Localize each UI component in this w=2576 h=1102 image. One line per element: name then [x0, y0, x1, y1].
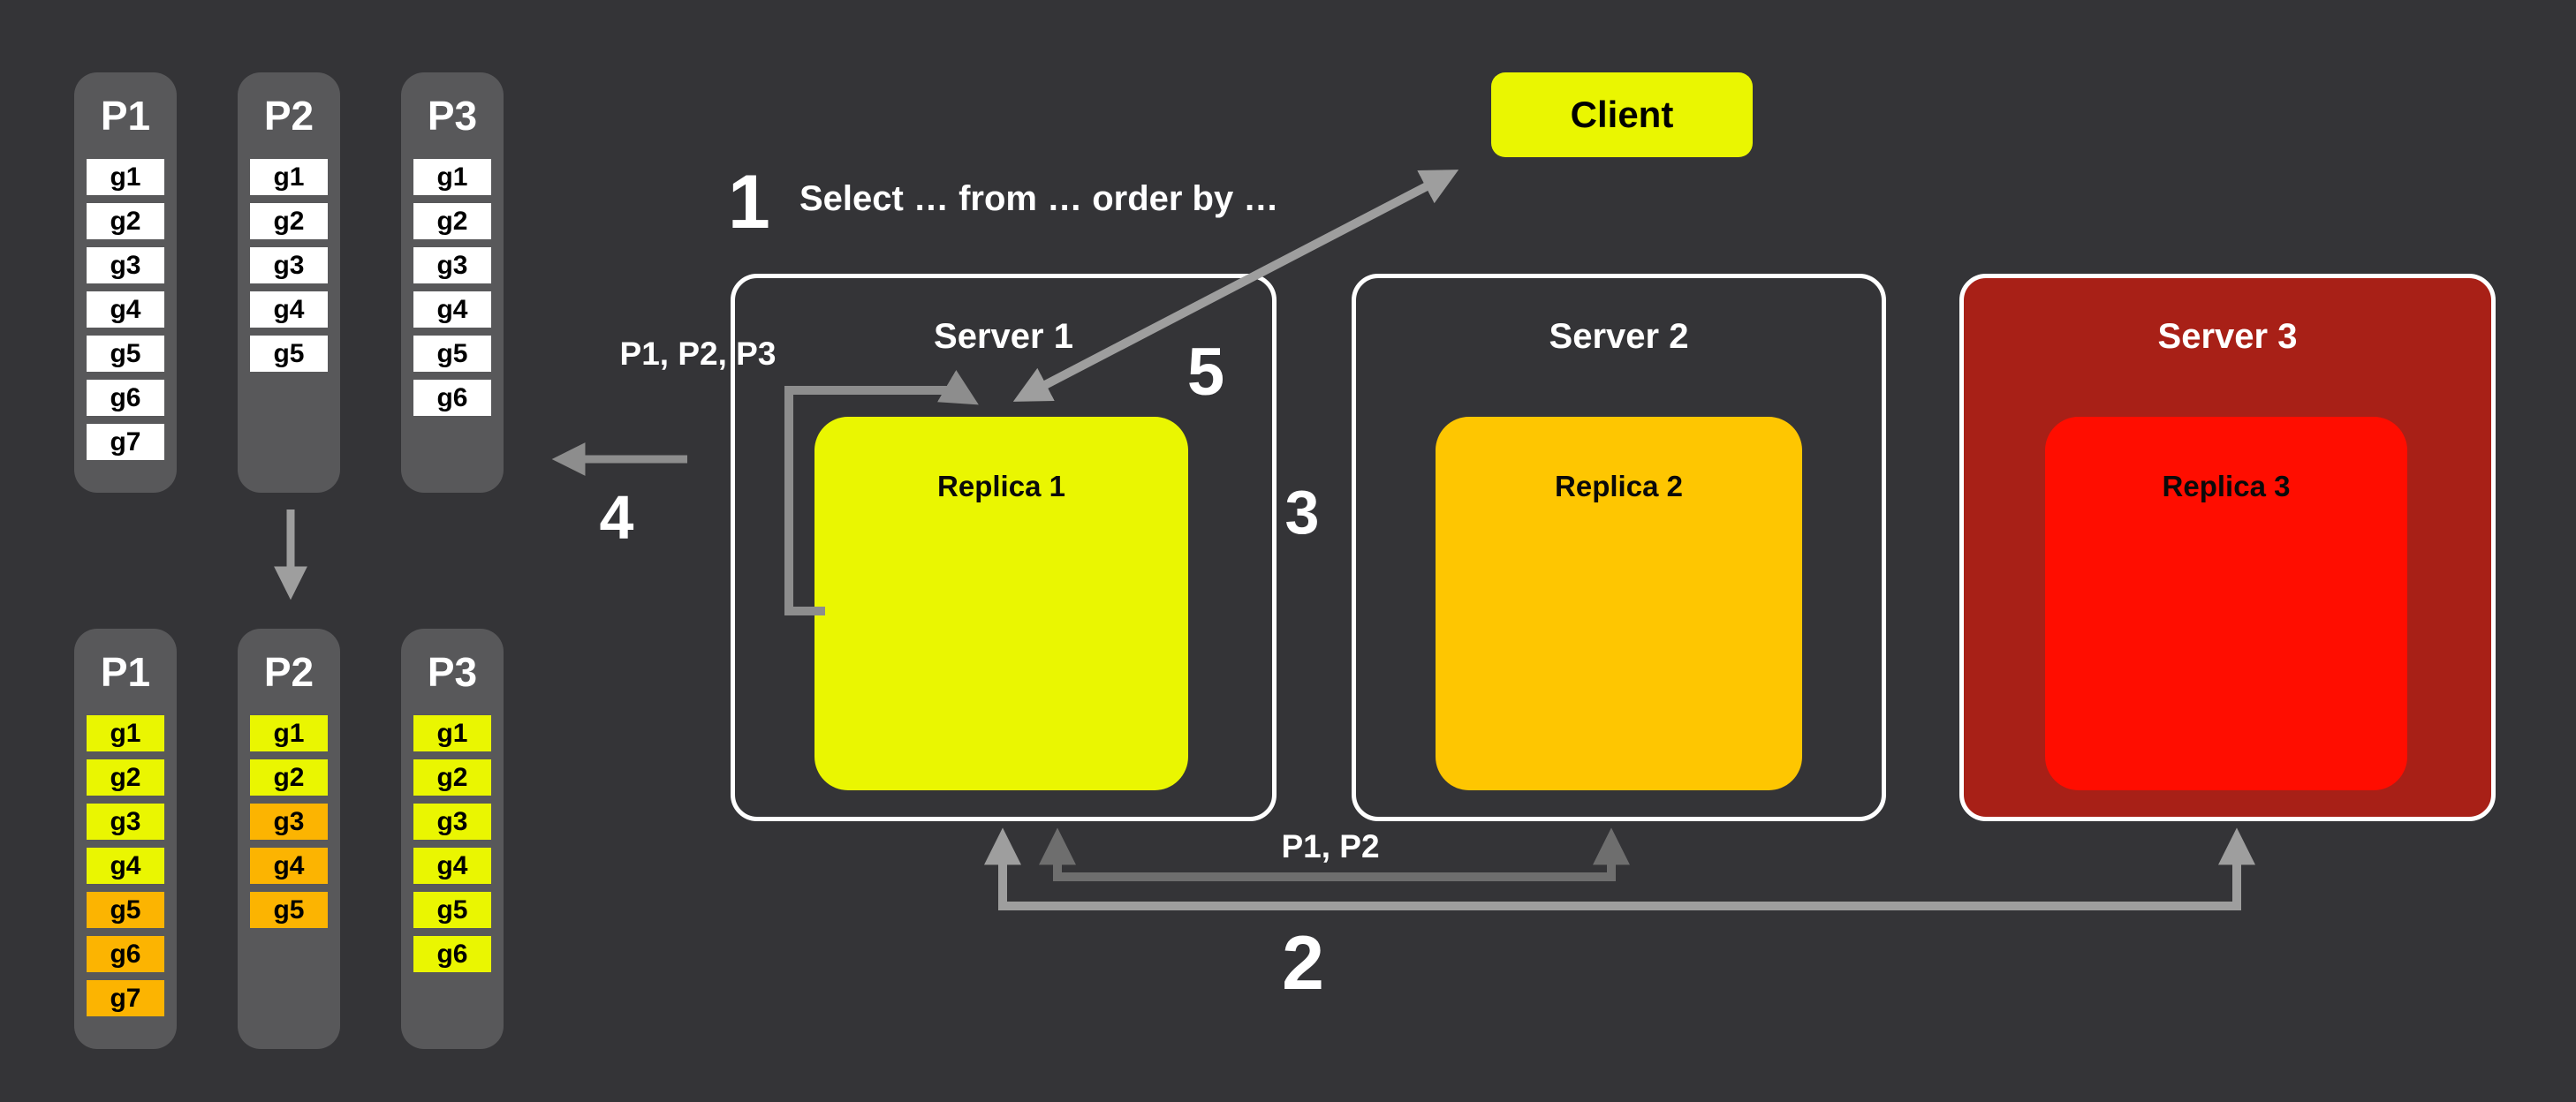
step-1-number: 1: [728, 160, 770, 245]
gene-cell: g2: [250, 203, 328, 239]
gene-cell: g1: [87, 159, 164, 195]
gene-cell: g1: [413, 715, 491, 751]
replica-3-box: Replica 3: [2045, 417, 2407, 790]
replica-1-label: Replica 1: [937, 470, 1065, 502]
cell-list: g1 g2 g3 g4 g5 g6: [413, 159, 491, 416]
client-node: Client: [1491, 72, 1753, 157]
replica-2-label: Replica 2: [1555, 470, 1683, 502]
gene-cell: g3: [413, 804, 491, 840]
gene-cell: g5: [87, 336, 164, 372]
gene-cell: g2: [87, 203, 164, 239]
gene-cell: g1: [250, 159, 328, 195]
step-4-number: 4: [599, 483, 634, 552]
replica-3-label: Replica 3: [2162, 470, 2291, 502]
gene-cell: g6: [413, 936, 491, 972]
gene-cell: g1: [250, 715, 328, 751]
gene-cell: g1: [87, 715, 164, 751]
partition-header: P3: [427, 649, 478, 695]
gene-cell: g3: [413, 247, 491, 283]
gene-cell: g7: [87, 980, 164, 1016]
replica-1-box: Replica 1: [814, 417, 1188, 790]
partition-column-top-p2: P2 g1 g2 g3 g4 g5: [238, 72, 340, 493]
partition-header: P1: [100, 649, 151, 695]
partition-column-top-p3: P3 g1 g2 g3 g4 g5 g6: [401, 72, 504, 493]
cell-list: g1 g2 g3 g4 g5 g6: [413, 715, 491, 972]
gene-cell: g5: [250, 892, 328, 928]
gene-cell: g1: [413, 159, 491, 195]
gene-cell: g5: [87, 892, 164, 928]
gene-cell: g5: [413, 336, 491, 372]
gene-cell: g6: [87, 380, 164, 416]
gene-cell: g2: [413, 759, 491, 796]
partition-header: P2: [263, 93, 314, 139]
cell-list: g1 g2 g3 g4 g5: [250, 159, 328, 372]
gene-cell: g5: [250, 336, 328, 372]
partition-header: P2: [263, 649, 314, 695]
route-label-p1-p2: P1, P2: [1281, 828, 1380, 864]
route-label-all-partitions: P1, P2, P3: [619, 336, 777, 372]
step-2-number: 2: [1282, 921, 1324, 1006]
cell-list: g1 g2 g3 g4 g5: [250, 715, 328, 928]
arrow-step5-scan-loop-icon: [784, 369, 979, 615]
gene-cell: g4: [87, 848, 164, 884]
gene-cell: g6: [413, 380, 491, 416]
partition-column-top-p1: P1 g1 g2 g3 g4 g5 g6 g7: [74, 72, 177, 493]
partition-column-bottom-p3: P3 g1 g2 g3 g4 g5 g6: [401, 629, 504, 1049]
gene-cell: g4: [250, 848, 328, 884]
step-3-number: 3: [1284, 478, 1320, 547]
arrow-client-query-icon: [1012, 170, 1459, 402]
gene-cell: g5: [413, 892, 491, 928]
server-3-label: Server 3: [2157, 317, 2298, 356]
gene-cell: g4: [413, 291, 491, 328]
partition-column-bottom-p2: P2 g1 g2 g3 g4 g5: [238, 629, 340, 1049]
replica-2-box: Replica 2: [1436, 417, 1802, 790]
arrow-step2-fetch-server3-icon: [984, 827, 2255, 910]
gene-cell: g2: [87, 759, 164, 796]
partition-column-bottom-p1: P1 g1 g2 g3 g4 g5 g6 g7: [74, 629, 177, 1049]
gene-cell: g3: [87, 247, 164, 283]
cell-list: g1 g2 g3 g4 g5 g6 g7: [87, 715, 164, 1016]
partition-header: P3: [427, 93, 478, 139]
server-2-label: Server 2: [1549, 317, 1689, 356]
gene-cell: g4: [413, 848, 491, 884]
gene-cell: g4: [250, 291, 328, 328]
partition-header: P1: [100, 93, 151, 139]
gene-cell: g2: [250, 759, 328, 796]
gene-cell: g3: [250, 804, 328, 840]
query-text: Select … from … order by …: [799, 179, 1279, 218]
server-2-box: Server 2: [1352, 274, 1886, 821]
step-5-number: 5: [1186, 335, 1225, 410]
gene-cell: g4: [87, 291, 164, 328]
cell-list: g1 g2 g3 g4 g5 g6 g7: [87, 159, 164, 460]
gene-cell: g6: [87, 936, 164, 972]
gene-cell: g3: [250, 247, 328, 283]
gene-cell: g7: [87, 424, 164, 460]
gene-cell: g3: [87, 804, 164, 840]
gene-cell: g2: [413, 203, 491, 239]
